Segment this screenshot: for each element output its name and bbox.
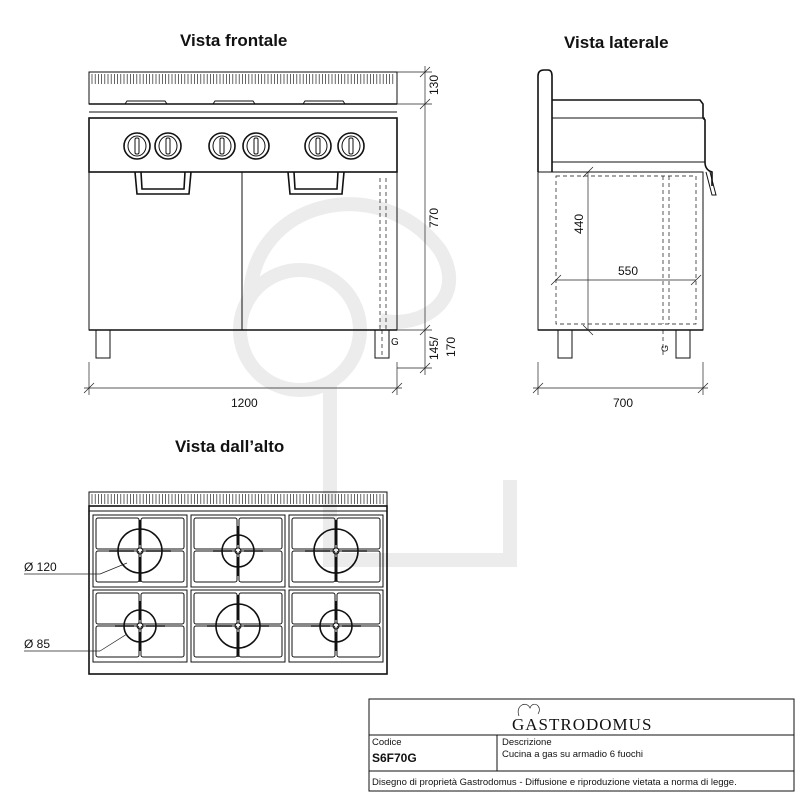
brand-name: GASTRODOMUS xyxy=(512,715,652,734)
product-description: Cucina a gas su armadio 6 fuochi xyxy=(502,749,643,760)
front-vents xyxy=(91,74,394,84)
dim-side-inner-width: 550 xyxy=(618,264,638,278)
burner-icon xyxy=(109,520,171,582)
dim-front-body-height: 770 xyxy=(427,208,441,228)
knob-icon xyxy=(123,132,151,160)
side-depth-dimension: 700 xyxy=(532,362,709,410)
dim-front-leg-height-a: 145/ xyxy=(427,336,441,360)
knob-icon xyxy=(304,132,332,160)
burner-grates xyxy=(92,514,384,663)
gas-mark-front: G xyxy=(391,337,399,348)
front-view-title: Vista frontale xyxy=(180,31,287,50)
front-view: G xyxy=(88,71,399,359)
knob-icon xyxy=(337,132,365,160)
grate-cell xyxy=(92,514,188,588)
side-inner-dimensions: 440 550 xyxy=(550,166,702,336)
burner-icon xyxy=(207,595,269,657)
top-view xyxy=(88,491,388,675)
dim-burner-large: Ø 120 xyxy=(24,560,57,574)
product-code: S6F70G xyxy=(372,751,417,765)
burner-icon xyxy=(305,520,367,582)
grate-cell xyxy=(92,589,188,663)
burner-icon xyxy=(213,526,263,576)
knob-icon xyxy=(154,132,182,160)
knob-icon xyxy=(208,132,236,160)
gas-mark-side: G xyxy=(660,345,670,352)
dim-side-inner-height: 440 xyxy=(572,214,586,234)
burner-diameter-leaders: Ø 120 Ø 85 xyxy=(24,560,128,652)
front-width-dimension: 1200 xyxy=(83,362,403,410)
top-view-title: Vista dall’alto xyxy=(175,437,284,456)
dim-front-top-height: 130 xyxy=(427,75,441,95)
description-label: Descrizione xyxy=(502,737,552,748)
dim-front-width: 1200 xyxy=(231,396,258,410)
dim-burner-small: Ø 85 xyxy=(24,637,50,651)
side-view: G xyxy=(537,69,717,359)
dim-side-depth: 700 xyxy=(613,396,633,410)
grate-cell xyxy=(288,514,384,588)
dim-front-leg-height-b: 170 xyxy=(444,337,458,357)
grate-cell xyxy=(288,589,384,663)
front-vertical-dimensions: 130 770 145/ 170 xyxy=(397,66,458,375)
knob-icon xyxy=(242,132,270,160)
code-label: Codice xyxy=(372,737,402,748)
top-vents xyxy=(91,494,384,504)
control-knobs xyxy=(123,132,365,160)
brand-logo: GASTRODOMUS xyxy=(512,703,652,734)
title-block: GASTRODOMUS Codice S6F70G Descrizione Cu… xyxy=(368,698,795,792)
burner-icon xyxy=(311,601,361,651)
grate-cell xyxy=(190,514,286,588)
burner-icon xyxy=(115,601,165,651)
grate-cell xyxy=(190,589,286,663)
ownership-notice: Disegno di proprietà Gastrodomus - Diffu… xyxy=(372,777,737,788)
side-view-title: Vista laterale xyxy=(564,33,669,52)
